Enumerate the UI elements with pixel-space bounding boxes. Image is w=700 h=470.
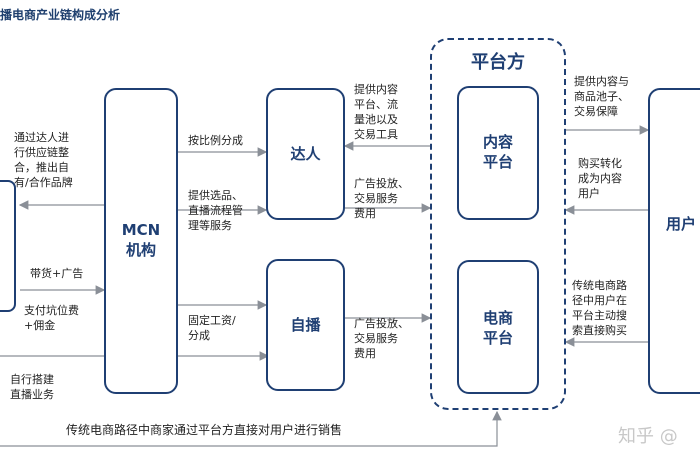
label-ad-zibo: 广告投放、 交易服务 费用 — [354, 317, 409, 360]
label-user-provide: 提供内容与 商品池子、 交易保障 — [574, 75, 629, 118]
label-user-traditional: 传统电商路 径中用户在 平台主动搜 索直接购买 — [572, 279, 627, 337]
mcn-label: MCN 机构 — [121, 221, 161, 259]
label-xuanpin: 提供选品、 直播流程管 理等服务 — [188, 189, 243, 232]
watermark: 知乎 @ — [618, 426, 678, 447]
label-kengwei: 支付坑位费 +佣金 — [24, 304, 79, 332]
label-fencheng: 按比例分成 — [188, 134, 243, 147]
label-gongzi: 固定工资/ 分成 — [188, 314, 236, 342]
label-tigong-neirong: 提供内容 平台、流 量池以及 交易工具 — [354, 83, 398, 141]
content-platform-box: 内容 平台 — [457, 86, 539, 220]
label-daihuo: 带货+广告 — [30, 267, 84, 280]
ecommerce-platform-label: 电商 平台 — [482, 309, 513, 347]
brand-box — [0, 180, 16, 312]
ecommerce-platform-box: 电商 平台 — [457, 260, 539, 394]
diagram-title: 播电商产业链构成分析 — [0, 8, 121, 22]
daren-box: 达人 — [266, 88, 345, 220]
zibo-label: 自播 — [290, 316, 321, 334]
platform-container: 平台方 — [430, 38, 566, 410]
mcn-box: MCN 机构 — [104, 88, 178, 394]
label-user-convert: 购买转化 成为内容 用户 — [578, 157, 622, 200]
label-bottom-traditional: 传统电商路径中商家通过平台方直接对用户进行销售 — [66, 423, 343, 437]
daren-label: 达人 — [290, 145, 321, 163]
label-ad-daren: 广告投放、 交易服务 费用 — [354, 177, 409, 220]
label-brand-left: 通过达人进 行供应链整 合，推出自 有/合作品牌 — [14, 131, 73, 189]
content-platform-label: 内容 平台 — [482, 133, 513, 171]
arrow-bottom-traditional — [0, 410, 502, 447]
zibo-box: 自播 — [266, 259, 345, 391]
platform-title: 平台方 — [471, 52, 525, 73]
users-box: 用户 — [648, 88, 700, 394]
users-label: 用户 — [666, 215, 697, 233]
label-zixing: 自行搭建 直播业务 — [10, 373, 54, 401]
